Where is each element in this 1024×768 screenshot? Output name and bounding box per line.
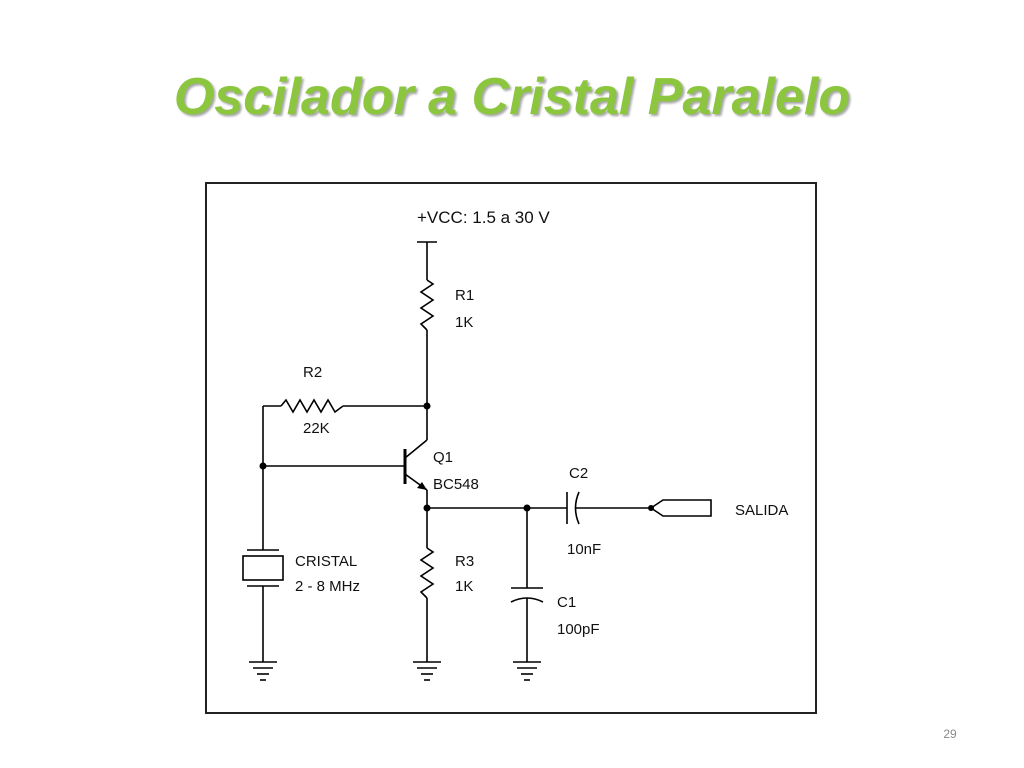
c2-ref-label: C2 — [569, 465, 588, 482]
circuit-diagram-frame: +VCC: 1.5 a 30 V R1 1K R2 22K Q1 BC548 C… — [205, 182, 817, 714]
q1-transistor-npn — [403, 406, 428, 508]
circuit-schematic: +VCC: 1.5 a 30 V R1 1K R2 22K Q1 BC548 C… — [242, 208, 788, 681]
q1-ref-label: Q1 — [433, 449, 453, 466]
ground-icon-r3 — [413, 661, 441, 681]
ground-icon-crystal — [249, 661, 277, 681]
vcc-label: +VCC: 1.5 a 30 V — [417, 208, 550, 227]
crystal-component — [242, 549, 284, 587]
r2-ref-label: R2 — [303, 364, 322, 381]
r1-resistor — [419, 279, 435, 331]
slide-title: Oscilador a Cristal Paralelo — [173, 68, 851, 126]
crystal-value-label: 2 - 8 MHz — [295, 578, 360, 595]
c1-value-label: 100pF — [557, 621, 600, 638]
r3-ref-label: R3 — [455, 553, 474, 570]
output-label: SALIDA — [735, 502, 788, 519]
c1-ref-label: C1 — [557, 594, 576, 611]
q1-value-label: BC548 — [433, 476, 479, 493]
r3-value-label: 1K — [455, 578, 473, 595]
r2-value-label: 22K — [303, 420, 330, 437]
r1-ref-label: R1 — [455, 287, 474, 304]
c2-value-label: 10nF — [567, 541, 601, 558]
r1-value-label: 1K — [455, 314, 473, 331]
r2-resistor — [280, 398, 344, 414]
r3-resistor — [419, 547, 435, 599]
vcc-terminal — [417, 241, 437, 280]
page-number: 29 — [943, 727, 957, 741]
crystal-ref-label: CRISTAL — [295, 553, 357, 570]
output-connector — [649, 499, 712, 517]
ground-icon-c1 — [513, 661, 541, 681]
